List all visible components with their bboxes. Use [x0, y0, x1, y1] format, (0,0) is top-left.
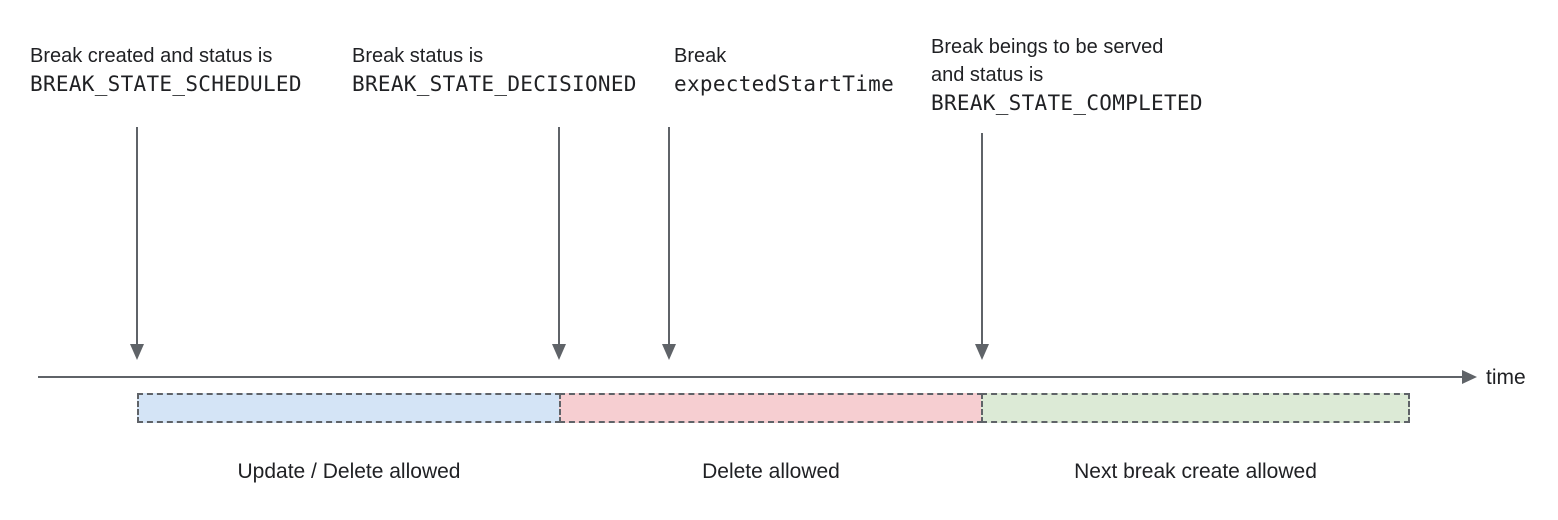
annotation-completed-line-3: BREAK_STATE_COMPLETED — [931, 91, 1203, 115]
annotation-expected-start-time: Break expectedStartTime — [674, 42, 894, 98]
annotation-decisioned-line-1: Break status is — [352, 45, 484, 67]
arrow-shaft — [668, 127, 670, 345]
arrow-scheduled-icon — [130, 127, 144, 360]
segment-label-delete-allowed: Delete allowed — [702, 460, 840, 483]
segment-delete-allowed — [559, 393, 983, 423]
annotation-scheduled-line-2: BREAK_STATE_SCHEDULED — [30, 72, 302, 96]
segment-next-break-create-allowed — [981, 393, 1410, 423]
annotation-decisioned: Break status is BREAK_STATE_DECISIONED — [352, 42, 637, 98]
annotation-expected-start-time-line-1: Break — [674, 45, 727, 67]
arrow-decisioned-icon — [552, 127, 566, 360]
arrow-head-icon — [552, 344, 566, 360]
annotation-expected-start-time-line-2: expectedStartTime — [674, 72, 895, 96]
annotation-completed-line-2: and status is — [931, 64, 1044, 86]
timeline-axis — [38, 376, 1464, 378]
arrow-head-icon — [130, 344, 144, 360]
segment-update-delete-allowed — [137, 393, 561, 423]
annotation-scheduled-line-1: Break created and status is — [30, 45, 273, 67]
segment-label-update-delete-allowed: Update / Delete allowed — [237, 460, 461, 483]
timeline-arrowhead-icon — [1462, 370, 1477, 384]
annotation-completed: Break beings to be served and status is … — [931, 33, 1203, 117]
annotation-decisioned-line-2: BREAK_STATE_DECISIONED — [352, 72, 637, 96]
arrow-expected-start-time-icon — [662, 127, 676, 360]
timeline-axis-label: time — [1486, 366, 1526, 389]
arrow-head-icon — [975, 344, 989, 360]
annotation-scheduled: Break created and status is BREAK_STATE_… — [30, 42, 302, 98]
arrow-head-icon — [662, 344, 676, 360]
arrow-shaft — [136, 127, 138, 345]
annotation-completed-line-1: Break beings to be served — [931, 36, 1164, 58]
arrow-shaft — [558, 127, 560, 345]
segment-label-next-break-create-allowed: Next break create allowed — [1074, 460, 1317, 483]
arrow-shaft — [981, 133, 983, 345]
arrow-completed-icon — [975, 133, 989, 360]
